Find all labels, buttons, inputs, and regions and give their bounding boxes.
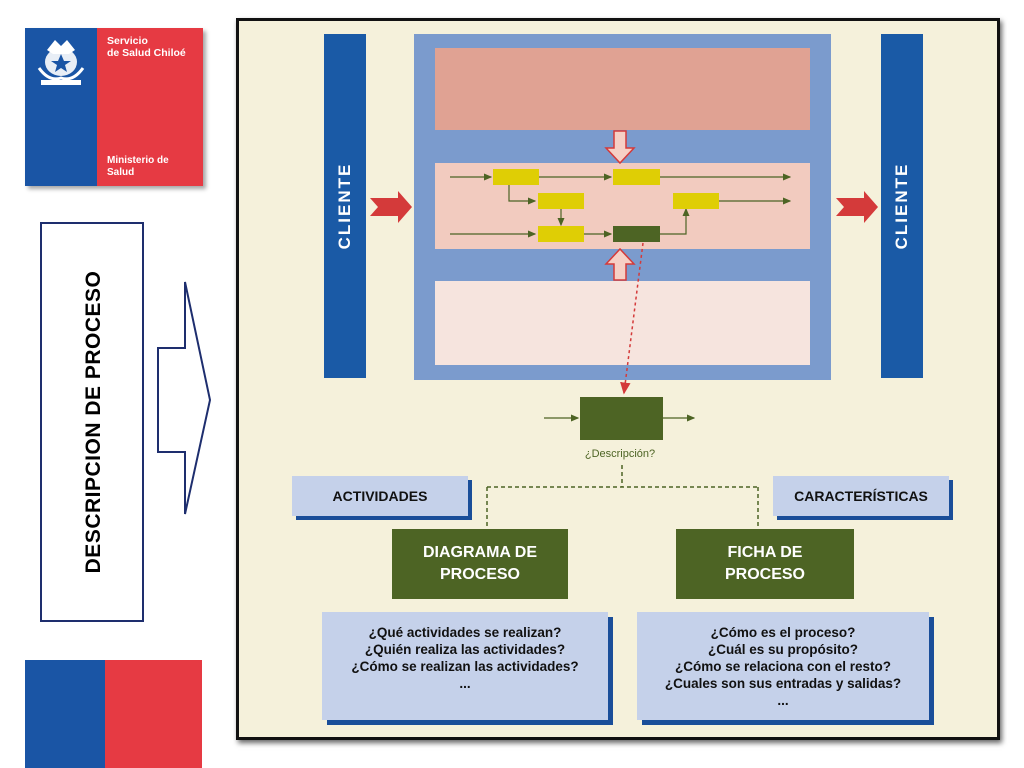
up-hollow-arrow-icon <box>604 247 636 281</box>
question-line: ¿Cómo es el proceso? <box>710 625 856 640</box>
question-line: ¿Qué actividades se realizan? <box>368 625 562 640</box>
question-line: ¿Quién realiza las actividades? <box>364 642 566 657</box>
selected-activity-box <box>613 226 660 242</box>
question-line: ... <box>777 693 789 708</box>
input-arrow-icon <box>370 191 412 223</box>
question-line: ¿Cuál es su propósito? <box>707 642 858 657</box>
activity-box <box>613 169 660 185</box>
process-diagram-box: DIAGRAMA DE PROCESO <box>392 529 568 599</box>
client-left-bar: CLIENTE <box>324 34 366 378</box>
activity-box <box>493 169 539 185</box>
question-line: ¿Cómo se relaciona con el resto? <box>674 659 892 674</box>
section-title-box: DESCRIPCION DE PROCESO <box>40 222 144 622</box>
down-hollow-arrow-icon <box>604 130 636 165</box>
zoomed-activity-box <box>580 397 663 440</box>
support-band <box>435 281 810 365</box>
characteristics-questions-box: ¿Cómo es el proceso? ¿Cuál es su propósi… <box>637 612 929 720</box>
description-label: ¿Descripción? <box>584 448 656 460</box>
ministry-logo: Servicio de Salud Chiloé Ministerio de S… <box>25 28 203 186</box>
activities-questions-box: ¿Qué actividades se realizan? ¿Quién rea… <box>322 612 608 720</box>
question-line: ¿Cuales son sus entradas y salidas? <box>664 676 902 691</box>
flag-red-panel <box>105 660 202 768</box>
process-sheet-box: FICHA DE PROCESO <box>676 529 854 599</box>
coat-of-arms-icon <box>37 40 85 85</box>
characteristics-tab: CARACTERÍSTICAS <box>773 476 949 516</box>
client-right-bar: CLIENTE <box>881 34 923 378</box>
output-arrow-icon <box>836 191 878 223</box>
activities-tab: ACTIVIDADES <box>292 476 468 516</box>
activity-box <box>538 193 584 209</box>
flag-blue-panel <box>25 660 105 768</box>
logo-blue-panel <box>25 28 97 186</box>
outline-arrow-icon <box>157 281 212 515</box>
flag-block <box>25 660 202 768</box>
logo-service-name: Servicio de Salud Chiloé <box>107 35 186 59</box>
logo-ministry-name: Ministerio de Salud <box>107 155 169 178</box>
activity-box <box>538 226 584 242</box>
strategic-band <box>435 48 810 130</box>
activity-box <box>673 193 719 209</box>
question-line: ... <box>459 676 471 691</box>
question-line: ¿Cómo se realizan las actividades? <box>351 659 579 674</box>
logo-red-panel <box>97 28 203 186</box>
